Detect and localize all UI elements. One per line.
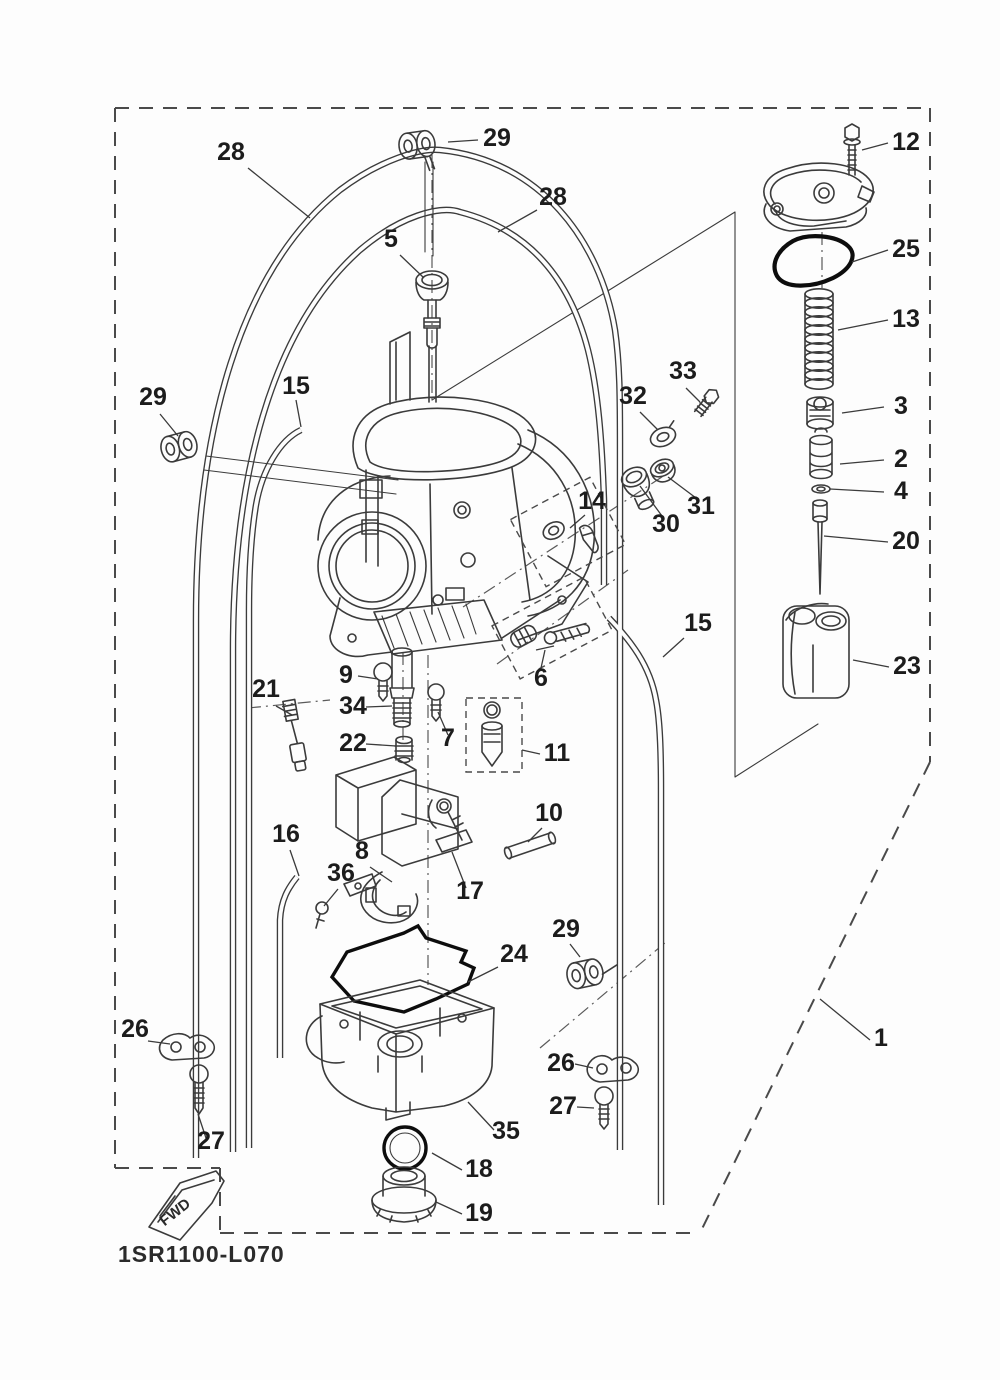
clamp-stub-lines (424, 161, 434, 257)
part-label-7: 7 (441, 724, 455, 752)
part-label-35: 35 (492, 1117, 520, 1145)
projection-plane-lines (431, 211, 819, 778)
part-label-24: 24 (500, 940, 528, 968)
bracket-26-left (158, 1032, 216, 1061)
fwd-arrow-label: FWD (157, 1195, 195, 1230)
part-label-8: 8 (355, 837, 369, 865)
callout-labels: 28 29 12 28 5 25 13 29 15 32 33 3 2 31 4… (121, 124, 921, 1227)
boundary-dashed-outline (114, 107, 931, 1234)
part-label-17: 17 (456, 877, 484, 905)
part-label-23: 23 (893, 652, 921, 680)
throttle-cover (763, 162, 875, 232)
hose-15-right-core (607, 616, 663, 1205)
spring-13 (804, 287, 834, 390)
part-label-11: 11 (544, 739, 571, 767)
drain-oring-18 (382, 1125, 428, 1171)
part-label-10: 10 (535, 799, 563, 827)
float-pair (335, 756, 459, 867)
spring-seat-3 (806, 396, 834, 430)
part-label-19: 19 (465, 1199, 493, 1227)
part-label-21: 21 (252, 675, 280, 703)
part-label-26-right: 26 (547, 1049, 575, 1077)
screw-27-right (594, 1086, 614, 1130)
float-arm-8 (343, 871, 419, 924)
part-label-4: 4 (894, 477, 908, 505)
part-label-20: 20 (892, 527, 920, 555)
part-label-28-a: 28 (217, 138, 245, 166)
part-label-29-top: 29 (483, 124, 511, 152)
centerlines-dashdot (247, 155, 823, 1049)
main-jet-holder-34 (389, 647, 415, 728)
bracket-26-right (586, 1054, 640, 1083)
part-label-27-left: 27 (197, 1127, 225, 1155)
part-label-30: 30 (652, 510, 680, 538)
part-label-29-left: 29 (139, 383, 167, 411)
part-label-27-right: 27 (549, 1092, 577, 1120)
jet-needle-20 (812, 499, 828, 595)
jet-31 (649, 458, 676, 483)
screw-12 (843, 123, 861, 176)
clamp-29-top (398, 129, 436, 172)
part-label-12: 12 (892, 128, 920, 156)
hose-15-left-core (247, 428, 302, 1148)
hose-28-inner-core (231, 208, 606, 1152)
part-label-26-left: 26 (121, 1015, 149, 1043)
part-label-25: 25 (892, 235, 920, 263)
left-clamp-link-lines (203, 455, 399, 495)
part-label-22: 22 (339, 729, 367, 757)
float-bowl-35 (305, 979, 495, 1121)
air-screw-9 (373, 662, 393, 702)
drain-plug-19 (371, 1166, 437, 1223)
choke-plunger-5 (415, 270, 449, 349)
clamp-29-bottom (566, 958, 618, 990)
part-label-29-bottom: 29 (552, 915, 580, 943)
part-label-6: 6 (534, 664, 548, 692)
clamp-29-left (160, 430, 198, 463)
needle-clip-4 (811, 484, 831, 494)
cover-gasket-25 (772, 234, 855, 288)
part-label-5: 5 (384, 225, 398, 253)
fuel-vent-hoses (192, 146, 665, 1205)
starter-jet-33 (693, 388, 720, 418)
part-label-15-left: 15 (282, 372, 310, 400)
pilot-jet-22 (394, 735, 414, 764)
needle-valve-box-11 (465, 697, 523, 773)
part-label-33: 33 (669, 357, 697, 385)
part-label-16: 16 (272, 820, 300, 848)
hose-15-left (245, 427, 303, 1148)
screw-36 (315, 901, 329, 929)
screw-7 (427, 683, 445, 722)
fwd-arrow: FWD (148, 1170, 225, 1241)
part-label-9: 9 (339, 661, 353, 689)
pilot-screw-21 (281, 698, 307, 772)
screw-27-left (189, 1064, 209, 1115)
part-label-3: 3 (894, 392, 908, 420)
needle-jet-30 (620, 466, 655, 511)
part-label-18: 18 (465, 1155, 493, 1183)
part-label-13: 13 (892, 305, 920, 333)
hose-28-outer-core (194, 147, 622, 1158)
carburetor-body (317, 331, 596, 658)
leader-lines (147, 139, 890, 1215)
part-label-15-right: 15 (684, 609, 712, 637)
part-label-31: 31 (687, 492, 715, 520)
part-label-2: 2 (894, 445, 908, 473)
part-label-32: 32 (619, 382, 647, 410)
hose-28-outer (192, 146, 624, 1158)
part-label-28-b: 28 (539, 183, 567, 211)
needle-holder-2 (809, 427, 833, 480)
float-pin-10 (503, 831, 557, 860)
part-label-14: 14 (578, 487, 606, 515)
bowl-gasket-24 (329, 923, 477, 1014)
part-label-1: 1 (874, 1024, 888, 1052)
part-label-34: 34 (339, 692, 367, 720)
hose-16-core (278, 875, 299, 1058)
diagram-code: 1SR1100-L070 (118, 1241, 285, 1267)
throttle-valve-23 (782, 602, 850, 699)
washer-32 (649, 420, 677, 448)
part-label-36: 36 (327, 859, 355, 887)
valve-seat-17 (427, 798, 473, 853)
